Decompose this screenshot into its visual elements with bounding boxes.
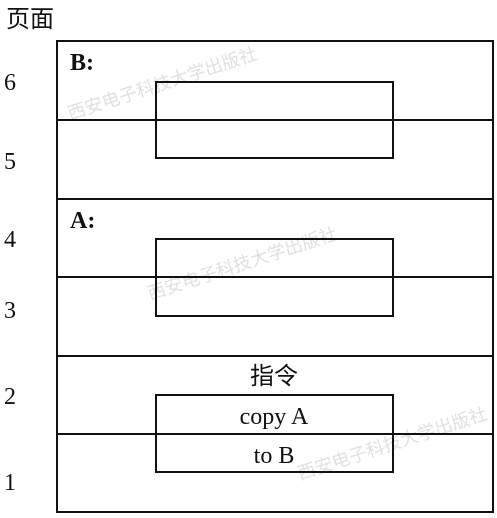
instruction-line-1: copy A bbox=[240, 404, 309, 430]
segment-a-box bbox=[155, 238, 394, 317]
watermark-1: 西安电子科技大学出版社 bbox=[65, 44, 260, 125]
segment-b-label: B: bbox=[70, 50, 94, 76]
instruction-line-2: to B bbox=[254, 443, 295, 469]
page-number-3: 3 bbox=[4, 298, 16, 324]
page-number-5: 5 bbox=[4, 149, 16, 175]
axis-title: 页面 bbox=[6, 5, 54, 33]
instruction-title: 指令 bbox=[250, 362, 298, 390]
segment-b-box bbox=[155, 81, 394, 159]
page-number-4: 4 bbox=[4, 227, 16, 253]
page-number-6: 6 bbox=[4, 70, 16, 96]
page-number-1: 1 bbox=[4, 470, 16, 496]
segment-a-label: A: bbox=[70, 208, 95, 234]
instruction-box bbox=[155, 394, 394, 473]
page-number-2: 2 bbox=[4, 384, 16, 410]
watermark-2: 西安电子科技大学出版社 bbox=[145, 224, 340, 305]
